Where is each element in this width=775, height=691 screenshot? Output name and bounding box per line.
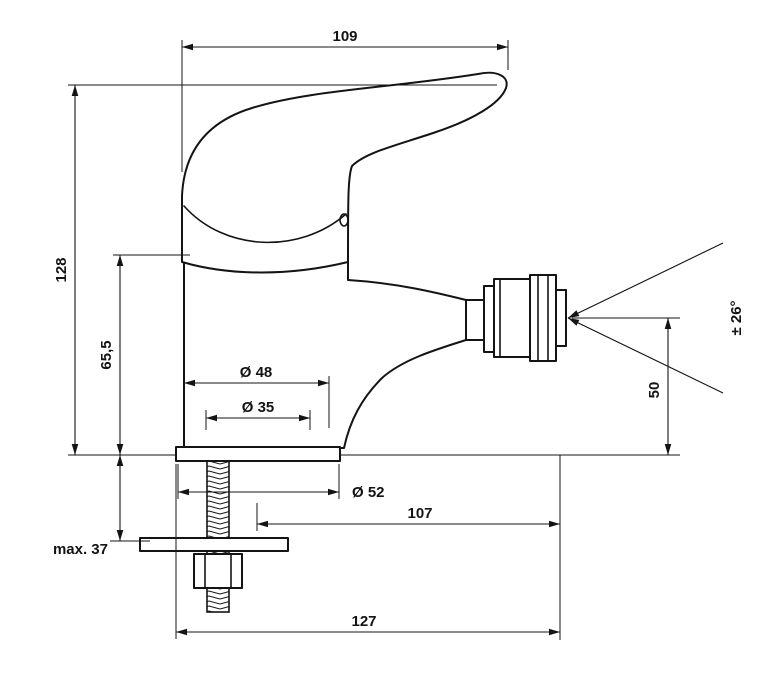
angle-line-lower [567, 317, 724, 394]
dim-65-5-label: 65,5 [98, 340, 115, 369]
handle-screw-detail [339, 213, 349, 227]
aerator-tip-ring [555, 289, 567, 347]
threaded-rod [206, 460, 230, 613]
aerator-flange [483, 285, 495, 353]
angle-line-upper [567, 242, 724, 319]
dimension-dia-52: Ø 52 [177, 464, 385, 501]
base-plate [175, 446, 341, 462]
dimension-dia-35: Ø 35 [205, 399, 311, 430]
dimension-65-5: 65,5 [98, 254, 190, 455]
dimension-128: 128 [53, 84, 497, 455]
dim-max37-label: max. 37 [53, 541, 108, 558]
aerator-neck [465, 299, 485, 341]
faucet-body-group [181, 71, 567, 449]
faucet-lower-body [183, 261, 467, 449]
mounting-nut [193, 553, 243, 589]
dim-50-label: 50 [646, 382, 663, 399]
dimension-dia-48: Ø 48 [184, 364, 330, 428]
dim-angle-label: ± 26° [728, 300, 745, 335]
dim-109-label: 109 [332, 28, 357, 45]
dim-dia52-label: Ø 52 [352, 484, 385, 501]
handle-seam-line [183, 205, 347, 244]
faucet-handle [181, 71, 508, 274]
dimension-109: 109 [181, 28, 509, 172]
dim-128-label: 128 [53, 257, 70, 282]
dimension-50: 50 [572, 317, 680, 455]
dimension-127: 127 [175, 464, 560, 639]
dim-dia48-label: Ø 48 [240, 364, 273, 381]
dim-107-label: 107 [407, 505, 432, 522]
dimension-107: 107 [256, 455, 561, 640]
dimension-angle-26: ± 26° [567, 242, 745, 394]
dimension-max-37: max. 37 [53, 455, 150, 558]
dim-dia35-label: Ø 35 [242, 399, 275, 416]
washer-plate [139, 537, 289, 552]
aerator-outlet [465, 274, 567, 362]
mounting-hardware-group [68, 446, 680, 613]
aerator-cap [529, 274, 557, 362]
dim-127-label: 127 [351, 613, 376, 630]
